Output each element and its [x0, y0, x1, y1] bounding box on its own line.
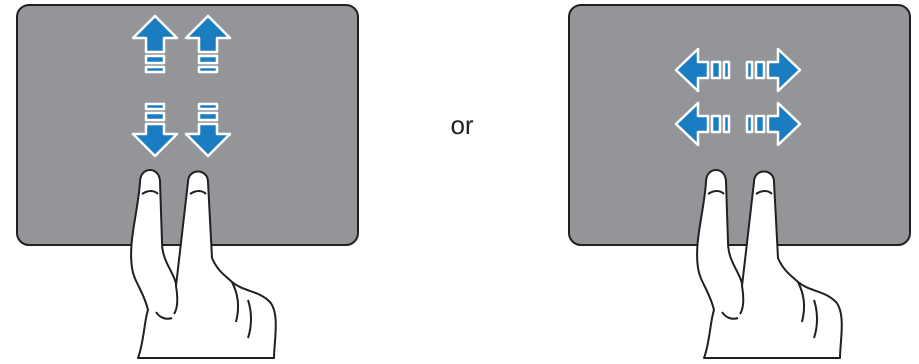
separator-or-label: or — [450, 110, 474, 140]
touchpad-right — [568, 4, 911, 246]
